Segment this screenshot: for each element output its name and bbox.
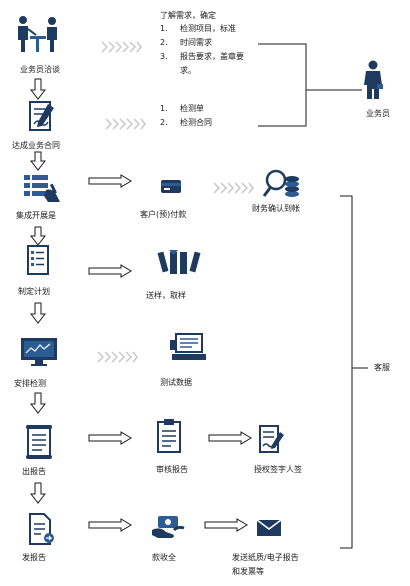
role-customer-service: 客服: [374, 363, 390, 372]
step-issue-report-label: 出报告: [22, 467, 46, 476]
step-testing-label: 安排检测: [14, 379, 46, 388]
middle-test-data-label: 测试数据: [160, 378, 192, 387]
salesperson-bracket: [258, 43, 307, 127]
businessman-icon: [364, 60, 383, 99]
step-collect-label: 集成开展是: [16, 211, 56, 220]
step-contract-label: 达成业务合同: [12, 141, 60, 150]
right-arrow-review: [88, 431, 132, 445]
flowchart-hand-icon: [24, 175, 60, 202]
right-arrow-payment: [88, 174, 132, 188]
middle-sampling-label: 送样，取样: [146, 291, 186, 300]
envelope-icon: [256, 519, 282, 536]
right-arrow-signature: [208, 431, 252, 445]
dotted-arrow-4: [97, 351, 138, 363]
down-arrow-5: [30, 392, 46, 414]
right-signature-label: 授权签字人签: [254, 465, 302, 474]
contract-sign-icon: [29, 101, 54, 131]
down-arrow-4: [30, 302, 46, 324]
payment-card-icon: [161, 180, 181, 193]
scroll-report-icon: [26, 425, 52, 459]
sample-tubes-icon: [157, 250, 201, 274]
middle-review-label: 审核报告: [156, 465, 188, 474]
dotted-arrow-2: [105, 118, 146, 130]
contract-item-1-num: 1.: [160, 104, 168, 113]
confirm-title: 了解需求，确定: [160, 11, 216, 20]
down-arrow-2: [30, 151, 46, 171]
confirm-item-2-num: 2.: [160, 38, 168, 47]
clipboard-icon: [157, 419, 181, 453]
right-delivery-line1: 发送纸质/电子报告: [232, 553, 299, 562]
right-arrow-collect: [88, 518, 132, 532]
down-arrow-6: [30, 482, 46, 504]
down-arrow-3: [30, 226, 46, 246]
role-salesperson: 业务员: [366, 109, 390, 118]
confirm-item-4-text: 求。: [180, 66, 196, 75]
money-hands-icon: [152, 516, 185, 538]
step-plan-label: 制定计划: [18, 287, 50, 296]
monitor-chart-icon: [21, 338, 57, 366]
confirm-item-1-text: 检测项目，标准: [180, 24, 236, 33]
contract-item-1-text: 检测单: [180, 104, 204, 113]
step-negotiation-label: 业务员洽谈: [20, 65, 60, 74]
people-meeting-icon: [18, 16, 57, 52]
right-arrow-delivery: [204, 518, 248, 532]
dotted-arrow-3: [213, 182, 254, 194]
signature-document-icon: [259, 425, 284, 453]
contract-item-2-num: 2.: [160, 118, 168, 127]
middle-payment-label: 客户(预)付款: [140, 210, 187, 219]
document-send-icon: [29, 513, 54, 545]
confirm-item-2-text: 时间需求: [180, 38, 212, 47]
dotted-arrow-1: [101, 41, 142, 53]
step-send-report-label: 发报告: [22, 553, 46, 562]
data-laptop-icon: [170, 333, 206, 360]
right-finance-label: 财务确认到帐: [252, 204, 300, 213]
confirm-item-3-num: 3.: [160, 52, 168, 61]
coins-magnifier-icon: [262, 169, 299, 197]
right-delivery-line2: 和发票等: [232, 567, 264, 576]
confirm-item-1-num: 1.: [160, 24, 168, 33]
contract-item-2-text: 检测合同: [180, 118, 212, 127]
confirm-item-3-text: 报告要求，盖章要: [180, 52, 244, 61]
right-arrow-sampling: [88, 264, 132, 278]
checklist-icon: [27, 245, 49, 275]
middle-collect-label: 款收全: [152, 553, 176, 562]
customer-service-bracket: [340, 195, 353, 549]
down-arrow-1: [30, 78, 46, 100]
